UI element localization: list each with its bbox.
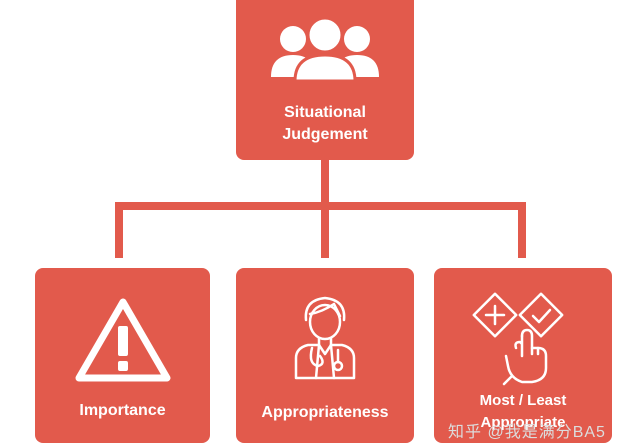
connector-horizontal — [115, 202, 526, 210]
connector-trunk — [321, 160, 329, 208]
child-label-importance: Importance — [79, 402, 166, 419]
child-node-appropriateness: Appropriateness — [236, 268, 414, 443]
child-label-most-least-line1: Most / Least — [479, 392, 567, 409]
root-title-line1: Situational — [284, 104, 366, 121]
root-title-line2: Judgement — [282, 126, 368, 143]
check-cross-choice-icon — [472, 292, 564, 386]
child-node-most-least-appropriate: Most / Least Appropriate — [434, 268, 612, 443]
connector-middle-drop — [321, 202, 329, 258]
root-node-situational-judgement: Situational Judgement — [236, 0, 414, 160]
warning-triangle-icon — [75, 298, 171, 382]
connector-left-drop — [115, 202, 123, 258]
child-node-importance: Importance — [35, 268, 210, 443]
connector-right-drop — [518, 202, 526, 258]
child-label-most-least-line2: Appropriate — [480, 414, 566, 431]
doctor-icon — [294, 296, 356, 380]
watermark-text: 知乎 @我是满分BA5 — [448, 424, 606, 441]
child-label-appropriateness: Appropriateness — [261, 404, 389, 421]
group-people-icon — [271, 16, 379, 83]
